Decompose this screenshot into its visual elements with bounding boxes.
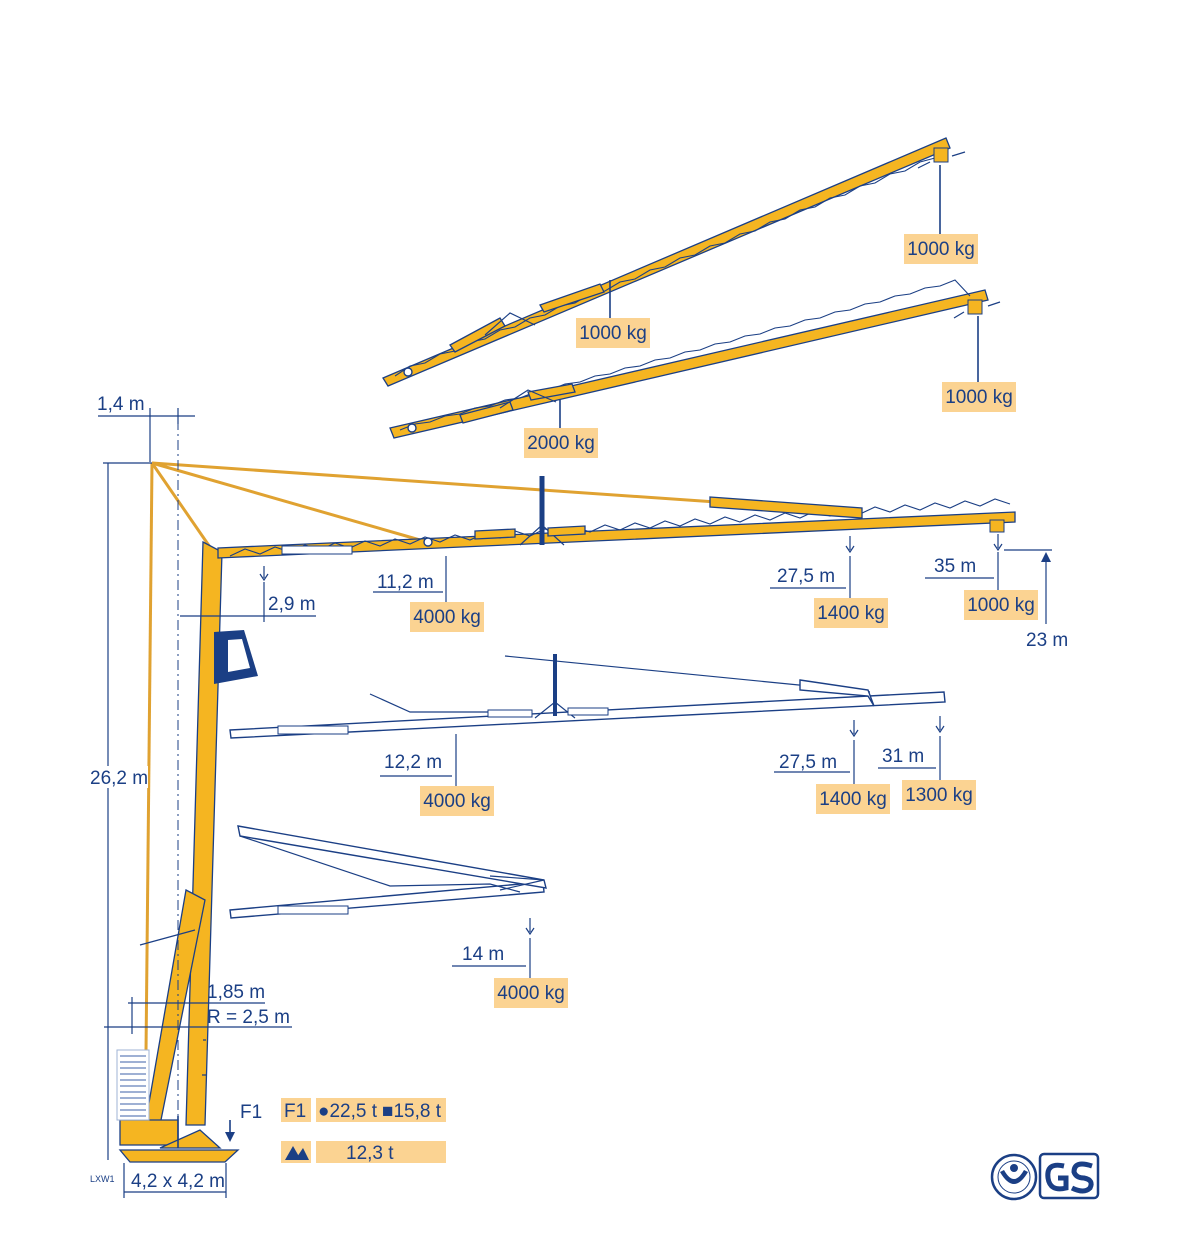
- svg-text:R = 2,5 m: R = 2,5 m: [207, 1007, 290, 1028]
- svg-text:12,2 m: 12,2 m: [384, 752, 442, 773]
- svg-text:1000 kg: 1000 kg: [907, 239, 975, 260]
- cab-icon: [214, 630, 258, 684]
- ballast-stack: [116, 1049, 150, 1121]
- svg-text:31 m: 31 m: [882, 746, 924, 767]
- jib-raised-2: [389, 279, 1001, 439]
- dim-reduced-r2: 27,5 m 1400 kg: [774, 740, 890, 814]
- svg-text:12,3 t: 12,3 t: [346, 1143, 394, 1164]
- dim-reduced-r3: 31 m 1300 kg: [878, 736, 976, 810]
- svg-text:■15,8 t: ■15,8 t: [382, 1101, 442, 1122]
- svg-text:27,5 m: 27,5 m: [779, 752, 837, 773]
- dim-folded-r1: 14 m 4000 kg: [452, 938, 568, 1008]
- jib-reduced: [229, 654, 946, 739]
- dim-base: 4,2 x 4,2 m LXW1: [90, 1163, 227, 1198]
- svg-text:1000 kg: 1000 kg: [967, 595, 1035, 616]
- svg-text:1300 kg: 1300 kg: [905, 785, 973, 806]
- dim-hook-height: 23 m: [1004, 549, 1068, 651]
- svg-text:11,2 m: 11,2 m: [377, 572, 434, 593]
- certification-seal-icon: [990, 1153, 1038, 1201]
- svg-text:1,85 m: 1,85 m: [207, 982, 265, 1003]
- svg-text:●22,5 t: ●22,5 t: [318, 1101, 378, 1122]
- svg-text:1,4 m: 1,4 m: [97, 394, 145, 415]
- dim-offset-top: 1,4 m: [97, 394, 195, 462]
- dim-radius: 1,85 m R = 2,5 m: [104, 982, 292, 1034]
- jib-raised-1: [382, 137, 966, 387]
- svg-text:1400 kg: 1400 kg: [819, 789, 887, 810]
- ballast-icon: [285, 1146, 309, 1160]
- svg-text:4000 kg: 4000 kg: [413, 607, 481, 628]
- svg-text:1400 kg: 1400 kg: [817, 603, 885, 624]
- dim-height-total: 26,2 m: [86, 462, 152, 1160]
- force-table: F1 ●22,5 t ■15,8 t 12,3 t: [281, 1098, 446, 1164]
- jib-folded: [229, 825, 547, 936]
- svg-text:1000 kg: 1000 kg: [579, 323, 647, 344]
- jib-raised-2-mid-label: 2000 kg: [524, 428, 598, 458]
- svg-text:4000 kg: 4000 kg: [497, 983, 565, 1004]
- svg-text:2,9 m: 2,9 m: [268, 594, 316, 615]
- svg-text:4,2 x 4,2 m: 4,2 x 4,2 m: [131, 1171, 225, 1192]
- dim-horizontal-r2: 27,5 m 1400 kg: [770, 556, 888, 628]
- svg-text:2000 kg: 2000 kg: [527, 433, 595, 454]
- crane-main: [116, 461, 1016, 1163]
- dim-horizontal-r1: 11,2 m 4000 kg: [373, 556, 484, 632]
- svg-text:F1: F1: [284, 1101, 306, 1122]
- svg-text:F1: F1: [240, 1102, 262, 1123]
- dim-offset-mast: 2,9 m: [180, 582, 316, 622]
- force-f1-arrow: F1: [225, 1102, 262, 1142]
- jib-raised-2-tip-label: 1000 kg: [942, 382, 1016, 412]
- dim-reduced-r1: 12,2 m 4000 kg: [380, 734, 494, 816]
- svg-text:27,5 m: 27,5 m: [777, 566, 835, 587]
- svg-text:35 m: 35 m: [934, 556, 976, 577]
- svg-text:4000 kg: 4000 kg: [423, 791, 491, 812]
- svg-text:23 m: 23 m: [1026, 630, 1068, 651]
- svg-text:26,2 m: 26,2 m: [90, 768, 148, 789]
- svg-text:14 m: 14 m: [462, 944, 504, 965]
- jib-raised-1-mid-label: 1000 kg: [576, 318, 650, 348]
- svg-text:LXW1: LXW1: [90, 1174, 115, 1184]
- gs-mark-icon: [1038, 1152, 1100, 1200]
- dim-horizontal-r3: 35 m 1000 kg: [925, 552, 1038, 620]
- jib-raised-1-tip-label: 1000 kg: [904, 234, 978, 264]
- svg-text:1000 kg: 1000 kg: [945, 387, 1013, 408]
